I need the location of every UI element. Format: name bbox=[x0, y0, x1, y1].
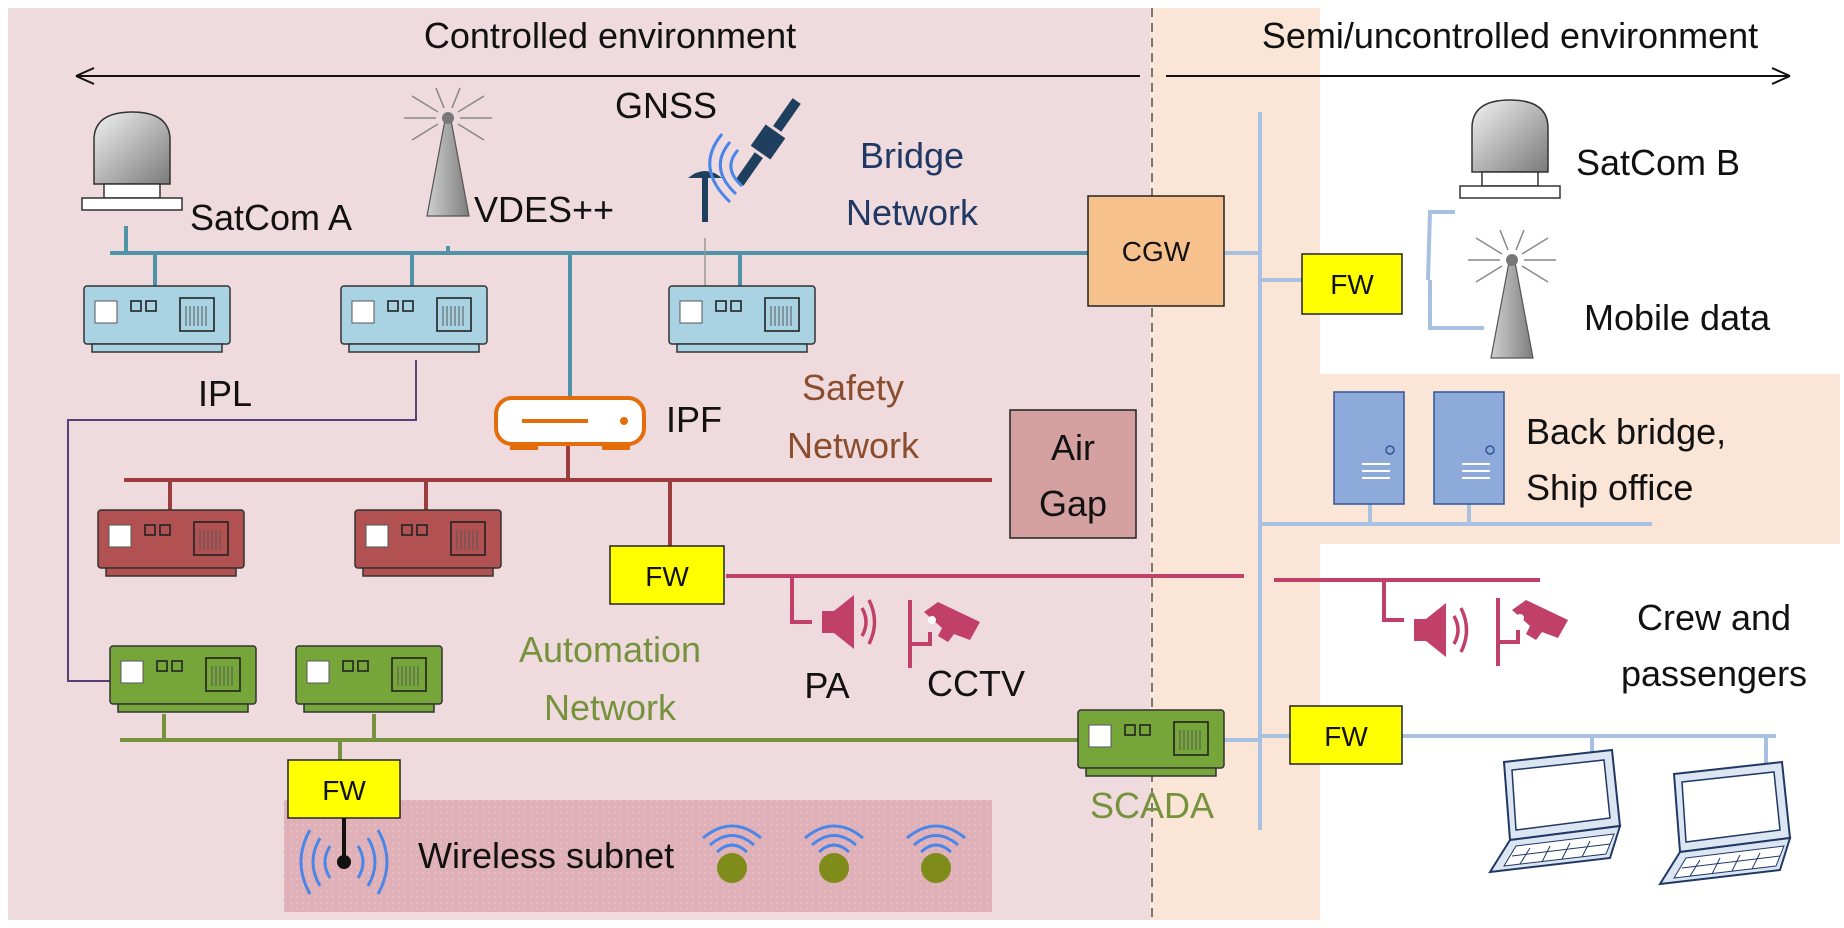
safety-network-label-2: Network bbox=[787, 425, 920, 466]
mobile-antenna-icon bbox=[1467, 229, 1557, 359]
pa-label: PA bbox=[804, 665, 849, 706]
bridge-router-1 bbox=[83, 285, 231, 353]
ipl-link bbox=[67, 360, 417, 682]
automation-router-1 bbox=[109, 645, 257, 713]
semi-environment-label: Semi/uncontrolled environment bbox=[1262, 15, 1758, 56]
air-gap-box bbox=[1009, 409, 1137, 539]
air-gap-label-1: Air bbox=[1051, 427, 1095, 468]
safety-firewall-label: FW bbox=[645, 561, 689, 592]
air-gap-label-2: Gap bbox=[1039, 483, 1107, 524]
automation-network-label-1: Automation bbox=[519, 629, 701, 670]
crew-firewall bbox=[1289, 705, 1403, 765]
back-bridge-label-2: Ship office bbox=[1526, 467, 1693, 508]
bridge-router-2 bbox=[340, 285, 488, 353]
satellite-icon bbox=[708, 98, 801, 204]
crew-cctv-camera-icon bbox=[1496, 596, 1570, 668]
wireless-firewall-label: FW bbox=[322, 775, 366, 806]
back-bridge-zone bbox=[1320, 374, 1840, 544]
bridge-network-label-2: Network bbox=[846, 192, 979, 233]
laptop-1-icon bbox=[1489, 749, 1621, 873]
server-2-icon bbox=[1433, 391, 1505, 505]
back-bridge-label-1: Back bridge, bbox=[1526, 411, 1726, 452]
laptop-2-icon bbox=[1659, 761, 1791, 885]
scada-label: SCADA bbox=[1090, 785, 1214, 826]
controlled-environment-label: Controlled environment bbox=[424, 15, 796, 56]
ipl-label: IPL bbox=[198, 373, 252, 414]
semi-backbone bbox=[1222, 112, 1776, 830]
bridge-network-bus bbox=[110, 226, 1088, 398]
crew-pa-speaker-icon bbox=[1412, 601, 1469, 659]
cgw-box bbox=[1087, 195, 1225, 307]
ipf-label: IPF bbox=[666, 399, 722, 440]
bridge-router-3 bbox=[668, 285, 816, 353]
crew-label-1: Crew and bbox=[1637, 597, 1791, 638]
bridge-network-label-1: Bridge bbox=[860, 135, 964, 176]
controlled-environment-area bbox=[8, 8, 1150, 920]
controlled-arrow bbox=[75, 67, 1140, 85]
mobile-data-label: Mobile data bbox=[1584, 297, 1771, 338]
automation-router-2 bbox=[295, 645, 443, 713]
wireless-subnet-label: Wireless subnet bbox=[418, 835, 674, 876]
crew-label-2: passengers bbox=[1621, 653, 1807, 694]
safety-network-label-1: Safety bbox=[802, 367, 904, 408]
semi-environment-area bbox=[1150, 8, 1320, 920]
satcom-a-label: SatCom A bbox=[190, 197, 352, 238]
gnss-receiver-icon bbox=[688, 171, 722, 222]
safety-router-2 bbox=[354, 509, 502, 577]
cgw-label: CGW bbox=[1122, 236, 1191, 267]
mobile-firewall bbox=[1301, 253, 1403, 315]
semi-arrow bbox=[1166, 67, 1791, 85]
scada-router bbox=[1077, 709, 1225, 777]
ipf-router-icon bbox=[494, 396, 646, 450]
satcom-b-label: SatCom B bbox=[1576, 142, 1740, 183]
satcom-b-dome-icon bbox=[1459, 99, 1561, 199]
safety-router-1 bbox=[97, 509, 245, 577]
gnss-label: GNSS bbox=[615, 85, 717, 126]
mobile-firewall-label: FW bbox=[1330, 269, 1374, 300]
safety-network-bus bbox=[124, 436, 992, 546]
safety-firewall bbox=[609, 545, 725, 605]
wireless-firewall bbox=[287, 759, 401, 819]
server-1-icon bbox=[1333, 391, 1405, 505]
cctv-network-bus bbox=[726, 574, 1540, 624]
wireless-subnet-area bbox=[284, 800, 992, 912]
wireless-access-point-icon bbox=[299, 818, 389, 895]
automation-network-bus bbox=[120, 714, 1082, 760]
cctv-label: CCTV bbox=[927, 663, 1025, 704]
vdes-label: VDES++ bbox=[474, 189, 614, 230]
crew-firewall-label: FW bbox=[1324, 721, 1368, 752]
automation-network-label-2: Network bbox=[544, 687, 677, 728]
